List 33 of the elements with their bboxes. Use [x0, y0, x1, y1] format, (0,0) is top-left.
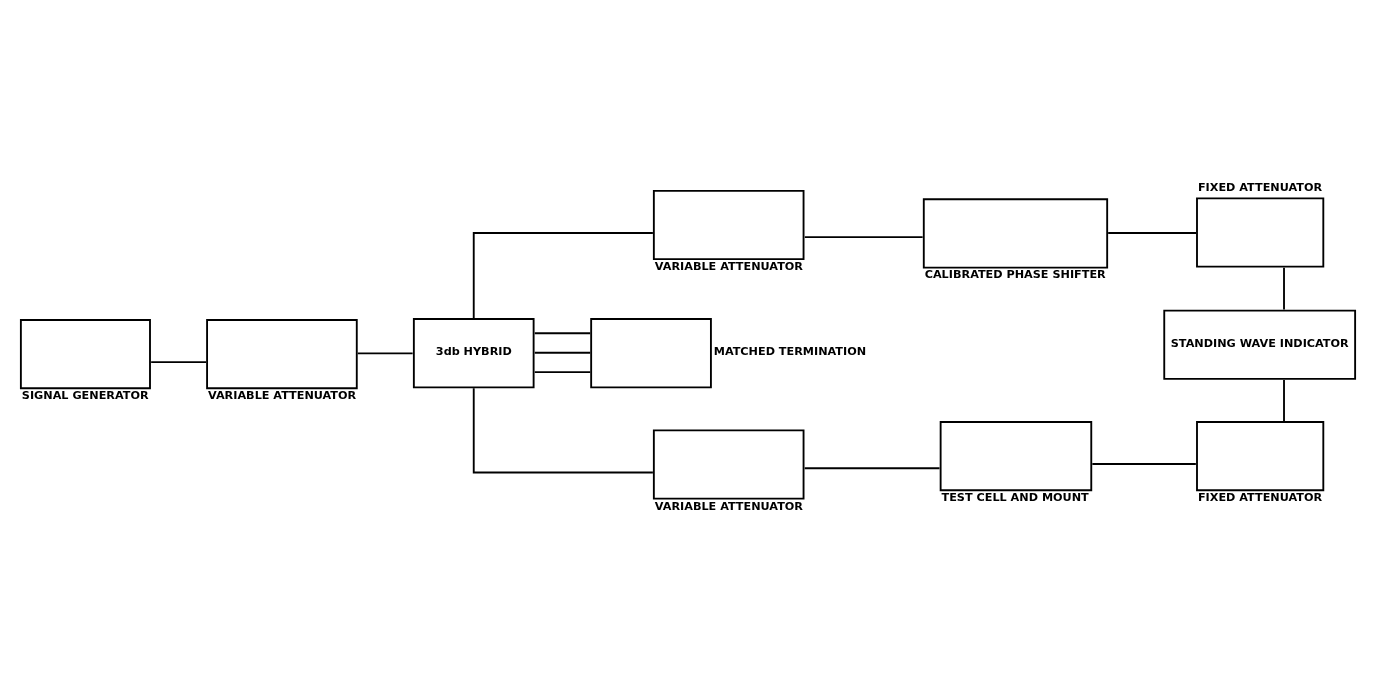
- node-box: [19, 319, 151, 390]
- node-label: MATCHED TERMINATION: [713, 345, 867, 359]
- connector: [1091, 463, 1197, 465]
- node-box: [652, 189, 805, 261]
- node-label: TEST CELL AND MOUNT: [941, 491, 1089, 505]
- node-label: CALIBRATED PHASE SHIFTER: [924, 268, 1106, 282]
- connector: [533, 371, 592, 374]
- connector: [803, 236, 924, 239]
- connector: [533, 332, 592, 335]
- node-box: [1196, 197, 1325, 268]
- node-label: SIGNAL GENERATOR: [21, 389, 149, 403]
- connector: [150, 361, 208, 363]
- connector: [533, 351, 592, 354]
- node-box: 3db HYBRID: [412, 318, 535, 389]
- node-box: [652, 429, 805, 500]
- node-label: FIXED ATTENUATOR: [1197, 181, 1323, 195]
- connector: [803, 467, 941, 470]
- node-box: [590, 318, 712, 389]
- node-label: FIXED ATTENUATOR: [1197, 491, 1323, 505]
- connector: [472, 232, 654, 319]
- connector: [1283, 379, 1285, 422]
- connector: [356, 352, 414, 355]
- node-label: VARIABLE ATTENUATOR: [654, 499, 803, 513]
- node-box: STANDING WAVE INDICATOR: [1163, 309, 1357, 380]
- node-box: [939, 421, 1093, 492]
- connector: [472, 387, 654, 474]
- node-label: VARIABLE ATTENUATOR: [654, 260, 803, 273]
- node-label: VARIABLE ATTENUATOR: [208, 389, 357, 403]
- node-box: [206, 319, 358, 390]
- node-box: [922, 198, 1109, 269]
- connector: [1283, 266, 1285, 311]
- node-box: [1196, 421, 1325, 492]
- connector: [1107, 232, 1197, 234]
